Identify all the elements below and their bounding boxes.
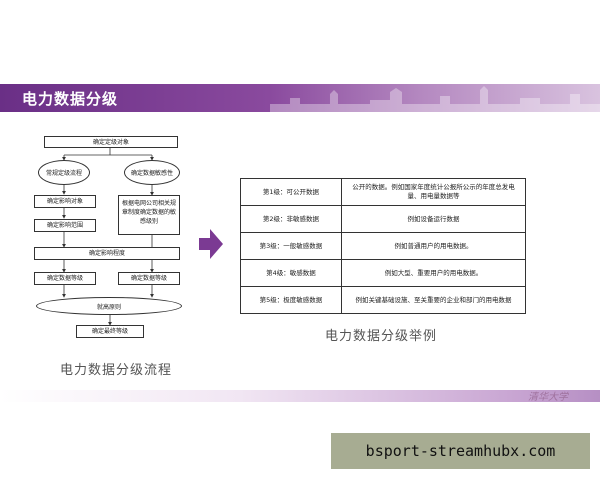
node-data-sensitivity: 确定数据敏感性 xyxy=(124,160,180,185)
page-title: 电力数据分级 xyxy=(22,90,119,108)
data-levels-table: 第1级：可公开数据 公开的数据。例如国家年度统计公报所公示的年度总发电量、用电量… xyxy=(240,178,526,314)
example-cell: 例如大型、重要用户的用电数据。 xyxy=(341,259,526,287)
level-cell: 第4级：敏感数据 xyxy=(240,259,342,287)
level-cell: 第1级：可公开数据 xyxy=(240,178,342,206)
table-row: 第1级：可公开数据 公开的数据。例如国家年度统计公报所公示的年度总发电量、用电量… xyxy=(240,178,526,206)
node-impact-degree: 确定影响程度 xyxy=(34,247,180,260)
table-caption: 电力数据分级举例 xyxy=(325,329,438,344)
node-determine-object: 确定定级对象 xyxy=(44,136,178,148)
table-row: 第4级：敏感数据 例如大型、重要用户的用电数据。 xyxy=(240,259,526,287)
header-banner: 电力数据分级 xyxy=(0,84,600,112)
right-arrow-icon xyxy=(199,229,223,259)
table-row: 第2级：非敏感数据 例如设备运行数据 xyxy=(240,205,526,233)
node-final-level: 确定最终等级 xyxy=(76,325,144,338)
table-row: 第3级：一般敏感数据 例如普通用户的用电数据。 xyxy=(240,232,526,260)
university-emblem: 清华大学 xyxy=(528,392,568,403)
node-standard-process: 常规定级流程 xyxy=(38,160,90,185)
node-impact-object: 确定影响对象 xyxy=(34,195,96,208)
node-data-level-right: 确定数据等级 xyxy=(118,272,180,285)
example-cell: 例如关键基础设施、至关重要的企业和部门的用电数据 xyxy=(341,286,526,314)
example-cell: 公开的数据。例如国家年度统计公报所公示的年度总发电量、用电量数据等 xyxy=(341,178,526,206)
level-cell: 第5级：极度敏感数据 xyxy=(240,286,342,314)
node-data-level-left: 确定数据等级 xyxy=(34,272,96,285)
node-highest-principle: 就高原则 xyxy=(36,297,182,315)
campus-skyline-graphic xyxy=(270,86,600,112)
flowchart-caption: 电力数据分级流程 xyxy=(60,363,173,378)
level-cell: 第3级：一般敏感数据 xyxy=(240,232,342,260)
example-cell: 例如普通用户的用电数据。 xyxy=(341,232,526,260)
level-cell: 第2级：非敏感数据 xyxy=(240,205,342,233)
watermark-link[interactable]: bsport-streamhubx.com xyxy=(331,433,590,469)
footer-strip xyxy=(0,390,600,402)
table-row: 第5级：极度敏感数据 例如关键基础设施、至关重要的企业和部门的用电数据 xyxy=(240,286,526,314)
example-cell: 例如设备运行数据 xyxy=(341,205,526,233)
node-impact-range: 确定影响范围 xyxy=(34,219,96,232)
node-sensitivity-rules: 根据电网公司相关规章制度确定数据的敏感级别 xyxy=(118,195,180,235)
